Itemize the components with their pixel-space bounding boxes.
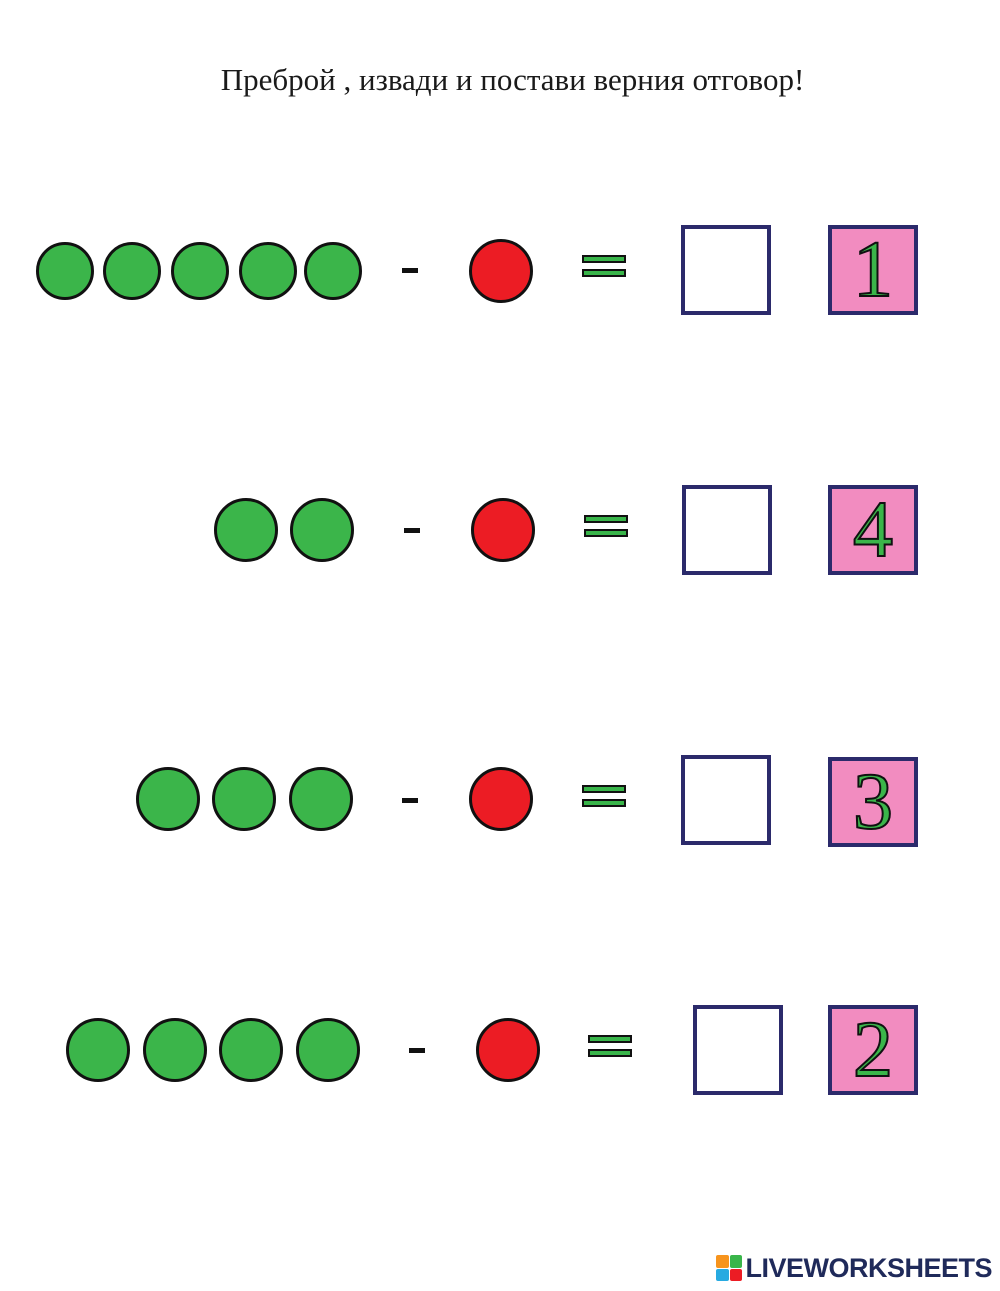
green-counter: [214, 498, 278, 562]
green-counter: [304, 242, 362, 300]
green-counter: [289, 767, 353, 831]
problem-row: 4: [0, 482, 1000, 582]
number-tile[interactable]: 4: [828, 485, 918, 575]
liveworksheets-logo-icon: [716, 1255, 743, 1281]
minus-sign: [404, 528, 420, 533]
green-counter: [143, 1018, 207, 1082]
red-counter: [469, 767, 533, 831]
minus-sign: [402, 798, 418, 803]
green-counter: [212, 767, 276, 831]
number-tile-digit: 4: [852, 486, 894, 574]
answer-drop-box[interactable]: [681, 225, 771, 315]
green-counter: [36, 242, 94, 300]
green-counter: [219, 1018, 283, 1082]
number-tile[interactable]: 1: [828, 225, 918, 315]
problem-row: 2: [0, 1002, 1000, 1102]
green-counter: [66, 1018, 130, 1082]
number-tile[interactable]: 3: [828, 757, 918, 847]
number-tile-digit: 3: [852, 758, 894, 846]
worksheet-title: Преброй , извади и постави верния отгово…: [220, 62, 805, 97]
red-counter: [476, 1018, 540, 1082]
brand-text: LIVEWORKSHEETS: [745, 1252, 992, 1283]
green-counter: [136, 767, 200, 831]
problem-row: 1: [0, 222, 1000, 322]
minus-sign: [409, 1048, 425, 1053]
answer-drop-box[interactable]: [682, 485, 772, 575]
green-counter: [296, 1018, 360, 1082]
red-counter: [471, 498, 535, 562]
number-tile-digit: 1: [852, 226, 894, 314]
problem-row: 3: [0, 752, 1000, 852]
answer-drop-box[interactable]: [681, 755, 771, 845]
number-tile[interactable]: 2: [828, 1005, 918, 1095]
answer-drop-box[interactable]: [693, 1005, 783, 1095]
red-counter: [469, 239, 533, 303]
green-counter: [103, 242, 161, 300]
green-counter: [171, 242, 229, 300]
green-counter: [239, 242, 297, 300]
minus-sign: [402, 268, 418, 273]
liveworksheets-logo: LIVEWORKSHEETS: [716, 1253, 992, 1283]
green-counter: [290, 498, 354, 562]
number-tile-digit: 2: [852, 1006, 894, 1094]
